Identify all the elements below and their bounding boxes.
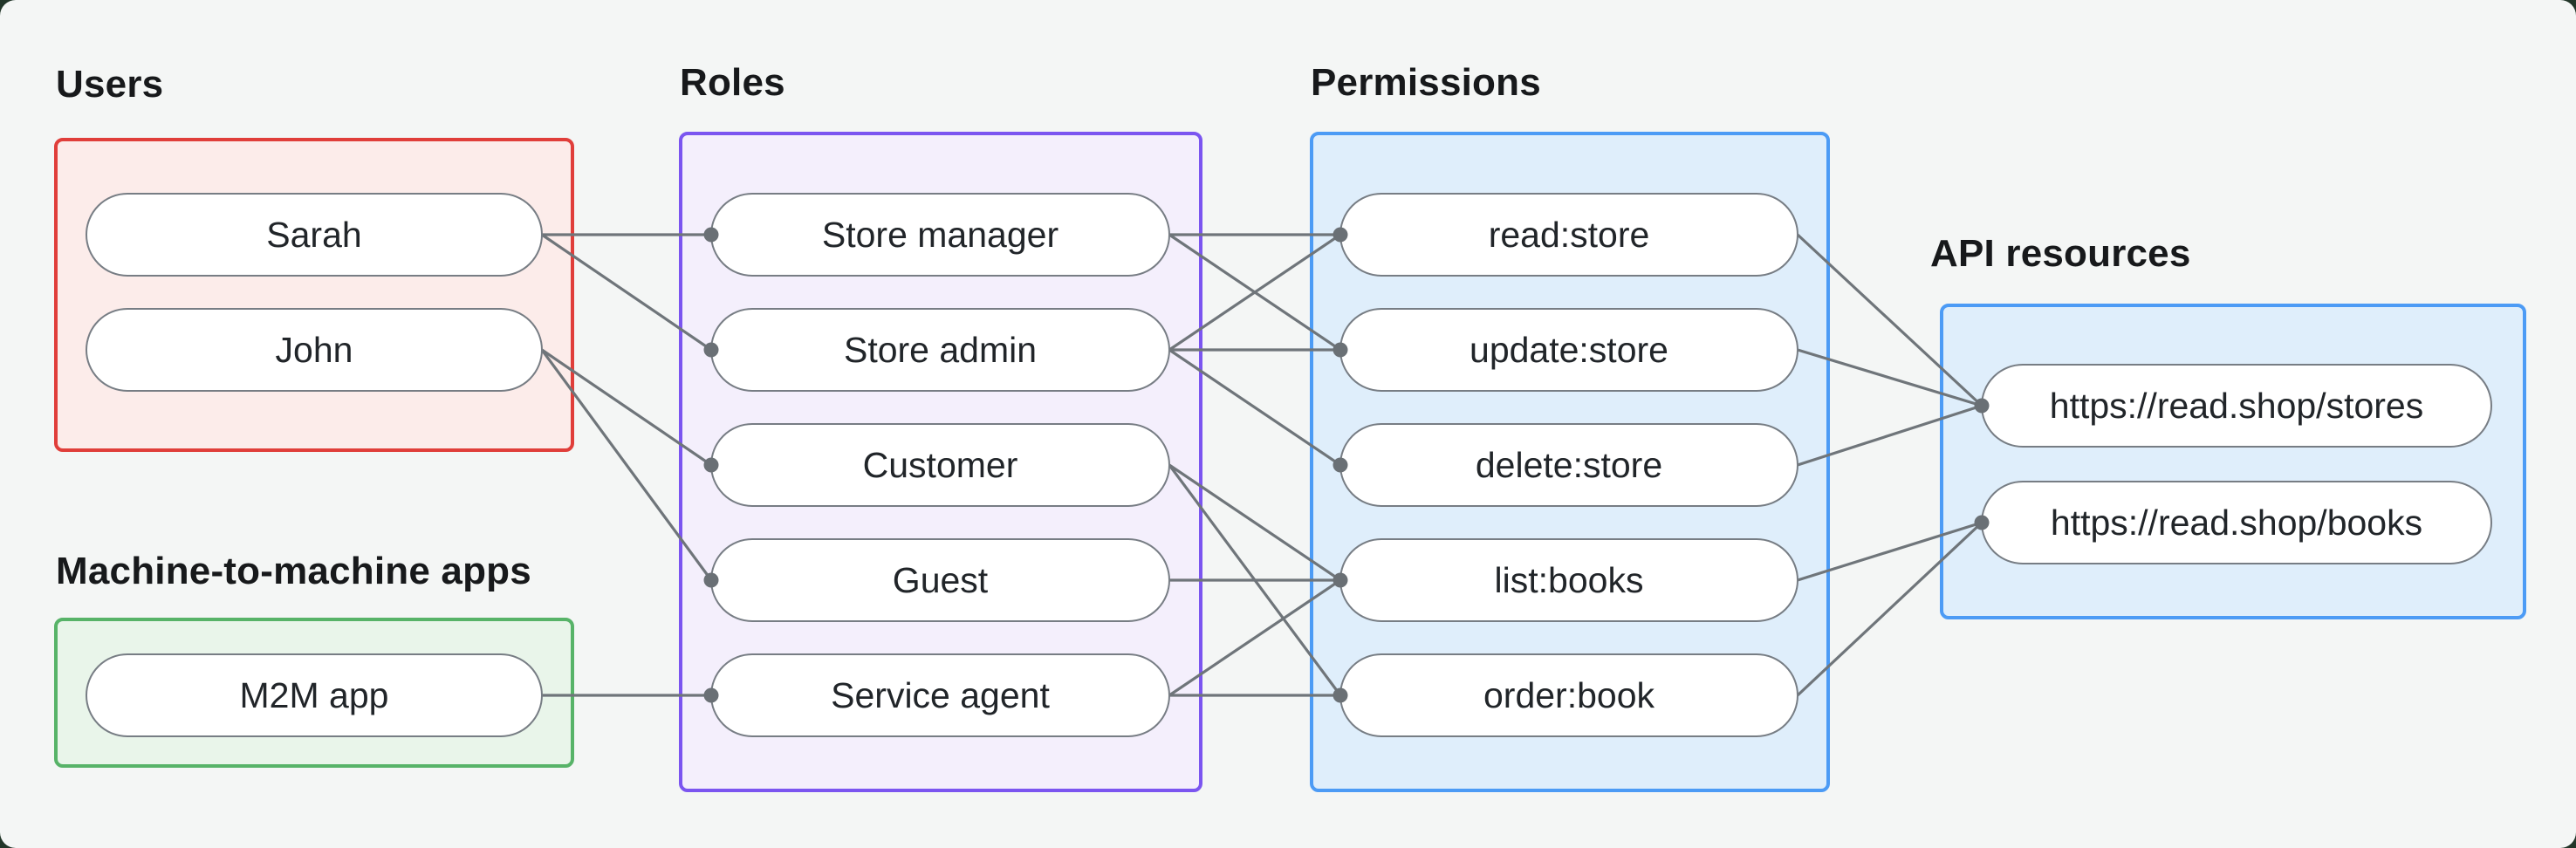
node-john: John: [86, 308, 543, 392]
node-delete-store: delete:store: [1339, 423, 1798, 507]
users-group-box: [54, 138, 574, 452]
m2m-group-label: Machine-to-machine apps: [56, 550, 531, 592]
node-order-book: order:book: [1339, 653, 1798, 737]
node-m2m-app: M2M app: [86, 653, 543, 737]
node-customer: Customer: [710, 423, 1170, 507]
api-resources-group-label: API resources: [1930, 232, 2191, 275]
node-read-store: read:store: [1339, 193, 1798, 277]
node-service-agent: Service agent: [710, 653, 1170, 737]
node-update-store: update:store: [1339, 308, 1798, 392]
node-store-admin: Store admin: [710, 308, 1170, 392]
node-sarah: Sarah: [86, 193, 543, 277]
permissions-group-label: Permissions: [1311, 61, 1541, 104]
node-store-manager: Store manager: [710, 193, 1170, 277]
node-books-api: https://read.shop/books: [1981, 481, 2492, 564]
node-stores-api: https://read.shop/stores: [1981, 364, 2492, 448]
roles-group-label: Roles: [680, 61, 785, 104]
users-group-label: Users: [56, 63, 164, 106]
api-resources-group-box: [1940, 304, 2526, 619]
node-list-books: list:books: [1339, 538, 1798, 622]
node-guest: Guest: [710, 538, 1170, 622]
